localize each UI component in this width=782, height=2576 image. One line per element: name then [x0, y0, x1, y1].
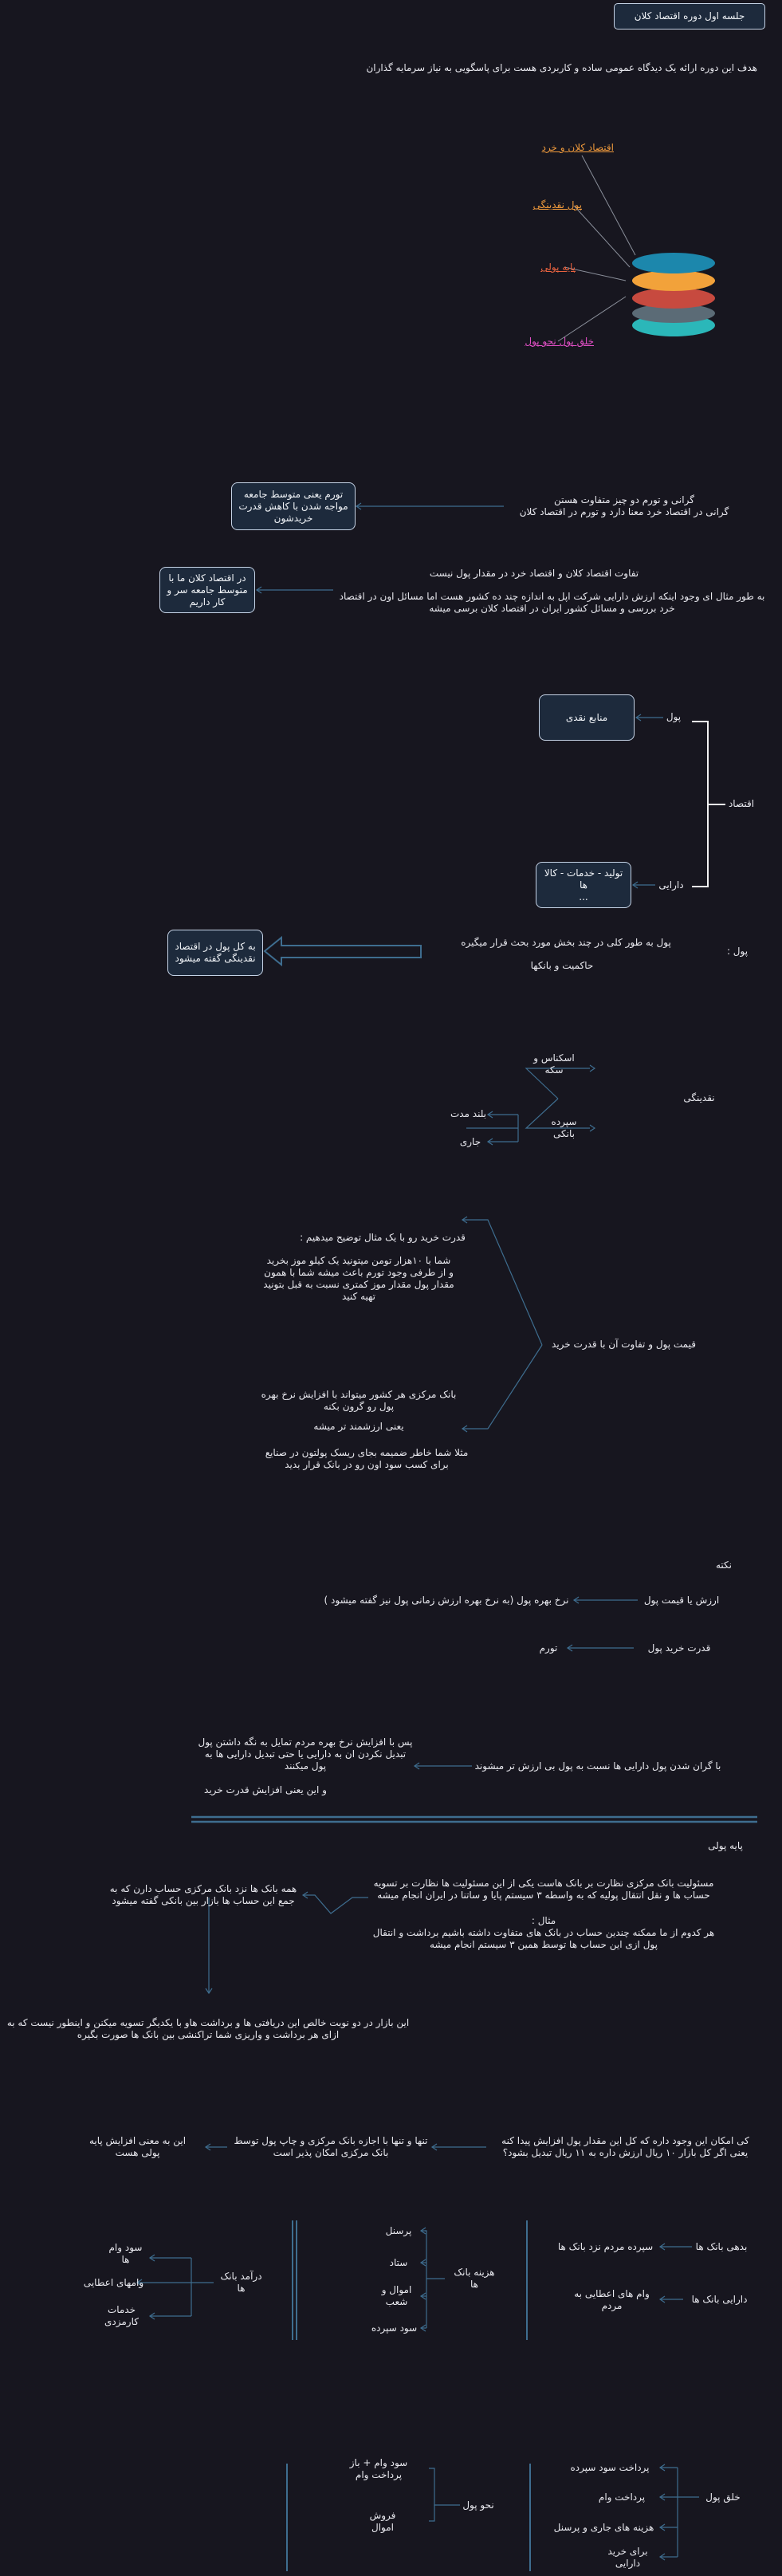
- s1-right-text: گرانی و تورم دو چیز متفاوت هستن گرانی در…: [519, 494, 729, 517]
- s10-cost-hq: ستاد: [389, 2257, 408, 2268]
- s4-line2: حاکمیت و بانکها: [530, 960, 594, 971]
- s11-flow: نحو پول: [462, 2499, 494, 2511]
- s1-inflation-box-text: تورم یعنی متوسط جامعه مواجه شدن با کاهش …: [238, 488, 348, 524]
- topic-money-liquidity[interactable]: پول نقدینگی: [532, 199, 582, 210]
- s8-settlement: این بازار در دو نوبت خالص این دریافتی ها…: [6, 2017, 410, 2040]
- s9-monetary-base: این به معنی افزایش پایه پولی هست: [88, 2135, 187, 2158]
- s11-asset-purchase: برای خرید دارایی: [607, 2546, 648, 2569]
- s10-cost-deposit-interest: سود سپرده: [371, 2322, 418, 2334]
- s2-average-box[interactable]: در اقتصاد کلان ما با متوسط جامعه سر و کا…: [159, 567, 255, 613]
- s11-expenses: هزینه های جاری و پرسنل: [553, 2522, 654, 2533]
- topic-money-creation[interactable]: خلق پول نحو پول: [525, 336, 594, 347]
- title-box[interactable]: جلسه اول دوره اقتصاد کلان: [614, 3, 765, 29]
- s7-people-hold-money: پس با افزایش نرخ بهره مردم تمایل به نگه …: [198, 1736, 413, 1772]
- s3-money-box-text: منابع نقدی: [565, 711, 608, 723]
- s4-line1: پول به طور کلی در چند بخش مورد بحث قرار …: [461, 937, 671, 948]
- s3-root: اقتصاد: [728, 798, 755, 809]
- s6-root: قیمت پول و تفاوت آن با قدرت خرید: [552, 1339, 696, 1350]
- s6-deposit-example: مثلا شما خاطر ضمیمه بجای ریسک پولتون در …: [265, 1447, 469, 1470]
- s7-note: نکته: [715, 1559, 733, 1571]
- s6-example: شما با ۱۰هزار تومن میتونید یک کیلو موز ب…: [263, 1255, 454, 1302]
- s11-deposit-interest: پرداخت سود سپرده: [570, 2462, 650, 2473]
- s10-debt: بدهی بانک ها: [695, 2241, 748, 2252]
- s6-heading: قدرت خرید رو با یک مثال توضیح میدهیم :: [300, 1232, 466, 1243]
- s7-inflation: تورم: [539, 1642, 558, 1654]
- s5-long-term: بلند مدت: [450, 1108, 487, 1119]
- s3-asset-box[interactable]: تولید - خدمات - کالا ها ...: [536, 862, 631, 908]
- s9-question: کی امکان این وجود داره که کل این مقدار پ…: [501, 2135, 749, 2158]
- s10-income-loan-interest: سود وام ها: [108, 2242, 143, 2265]
- s10-cost-personnel: پرسنل: [385, 2225, 412, 2236]
- s2-right-text: به طور مثال ای وجود اینکه ارزش دارایی شر…: [339, 591, 765, 614]
- s8-heading: پایه پولی: [708, 1840, 743, 1851]
- s2-heading: تفاوت اقتصاد کلان و اقتصاد خرد در مقدار …: [429, 568, 639, 579]
- s4-label: پول :: [726, 946, 749, 957]
- s10-income-loans: وامهای اعطایی: [83, 2277, 144, 2288]
- s4-liquidity-box[interactable]: به کل پول در اقتصاد نقدینگی گفته میشود: [167, 930, 263, 976]
- s10-income-fees: خدمات کارمزدی: [104, 2304, 139, 2327]
- s7-value-of-money: ارزش یا قیمت پول: [643, 1595, 720, 1606]
- s5-deposit: سپرده بانکی: [551, 1116, 577, 1139]
- s3-asset-box-text: تولید - خدمات - کالا ها ...: [544, 867, 623, 903]
- s3-money: پول: [666, 711, 682, 722]
- s7-asset-value: با گران شدن پول دارایی ها نسبت به پول بی…: [474, 1760, 721, 1772]
- s6-central-bank: بانک مرکزی هر کشور میتواند با افزایش نرخ…: [261, 1389, 457, 1412]
- s5-cash: اسکناس و سکه: [533, 1052, 575, 1076]
- s7-interest-rate: نرخ بهره پول (به نرخ بهره ارزش زمانی پول…: [324, 1595, 569, 1606]
- s10-cost: هزینه بانک ها: [454, 2267, 495, 2290]
- s10-debt-value: سپرده مردم نزد بانک ها: [557, 2241, 654, 2252]
- s7-purchasing-increase: و این یعنی افزایش قدرت خرید: [204, 1784, 327, 1795]
- title-text: جلسه اول دوره اقتصاد کلان: [634, 10, 745, 22]
- topic-macro-micro[interactable]: اقتصاد کلان و خرد: [541, 142, 614, 153]
- s11-root: خلق پول: [705, 2491, 741, 2503]
- topic-monetary-base[interactable]: پایه پولی: [540, 262, 576, 273]
- s10-income: درآمد بانک ها: [220, 2271, 262, 2294]
- intro-text: هدف این دوره ارائه یک دیدگاه عمومی ساده …: [366, 62, 757, 73]
- s2-average-box-text: در اقتصاد کلان ما با متوسط جامعه سر و کا…: [167, 572, 248, 608]
- s8-example: مثال : هر کدوم از ما ممکنه چندین حساب در…: [372, 1915, 715, 1950]
- s5-current: جاری: [459, 1136, 481, 1147]
- database-icon: [632, 253, 715, 336]
- s5-root: نقدینگی: [683, 1092, 715, 1103]
- s4-liquidity-box-text: به کل پول در اقتصاد نقدینگی گفته میشود: [175, 941, 256, 964]
- s1-inflation-box[interactable]: تورم یعنی متوسط جامعه مواجه شدن با کاهش …: [231, 482, 356, 530]
- s7-purchasing-power: قدرت خرید پول: [647, 1642, 711, 1654]
- s11-property-sale: فروش اموال: [369, 2510, 396, 2533]
- s3-money-box[interactable]: منابع نقدی: [539, 694, 635, 741]
- s10-asset-value: وام های اعطایی به مردم: [574, 2288, 650, 2311]
- s10-cost-property: اموال و شعب: [381, 2284, 412, 2307]
- s3-asset: دارایی: [658, 879, 684, 891]
- s11-loan-payment: پرداخت وام: [598, 2491, 646, 2503]
- s11-loan-interest-repayment: سود وام + باز پرداخت وام: [349, 2457, 408, 2480]
- s10-asset: دارایی بانک ها: [691, 2294, 748, 2305]
- s9-central-bank-print: تنها و تنها با اجازه بانک مرکزی و چاپ پو…: [234, 2135, 428, 2158]
- s6-more-valuable: یعنی ارزشمند تر میشه: [313, 1421, 404, 1432]
- s8-interbank: همه بانک ها نزد بانک مرکزی حساب دارن که …: [109, 1883, 297, 1906]
- s8-central-bank-duty: مسئولیت بانک مرکزی نظارت بر بانک هاست یک…: [373, 1878, 714, 1901]
